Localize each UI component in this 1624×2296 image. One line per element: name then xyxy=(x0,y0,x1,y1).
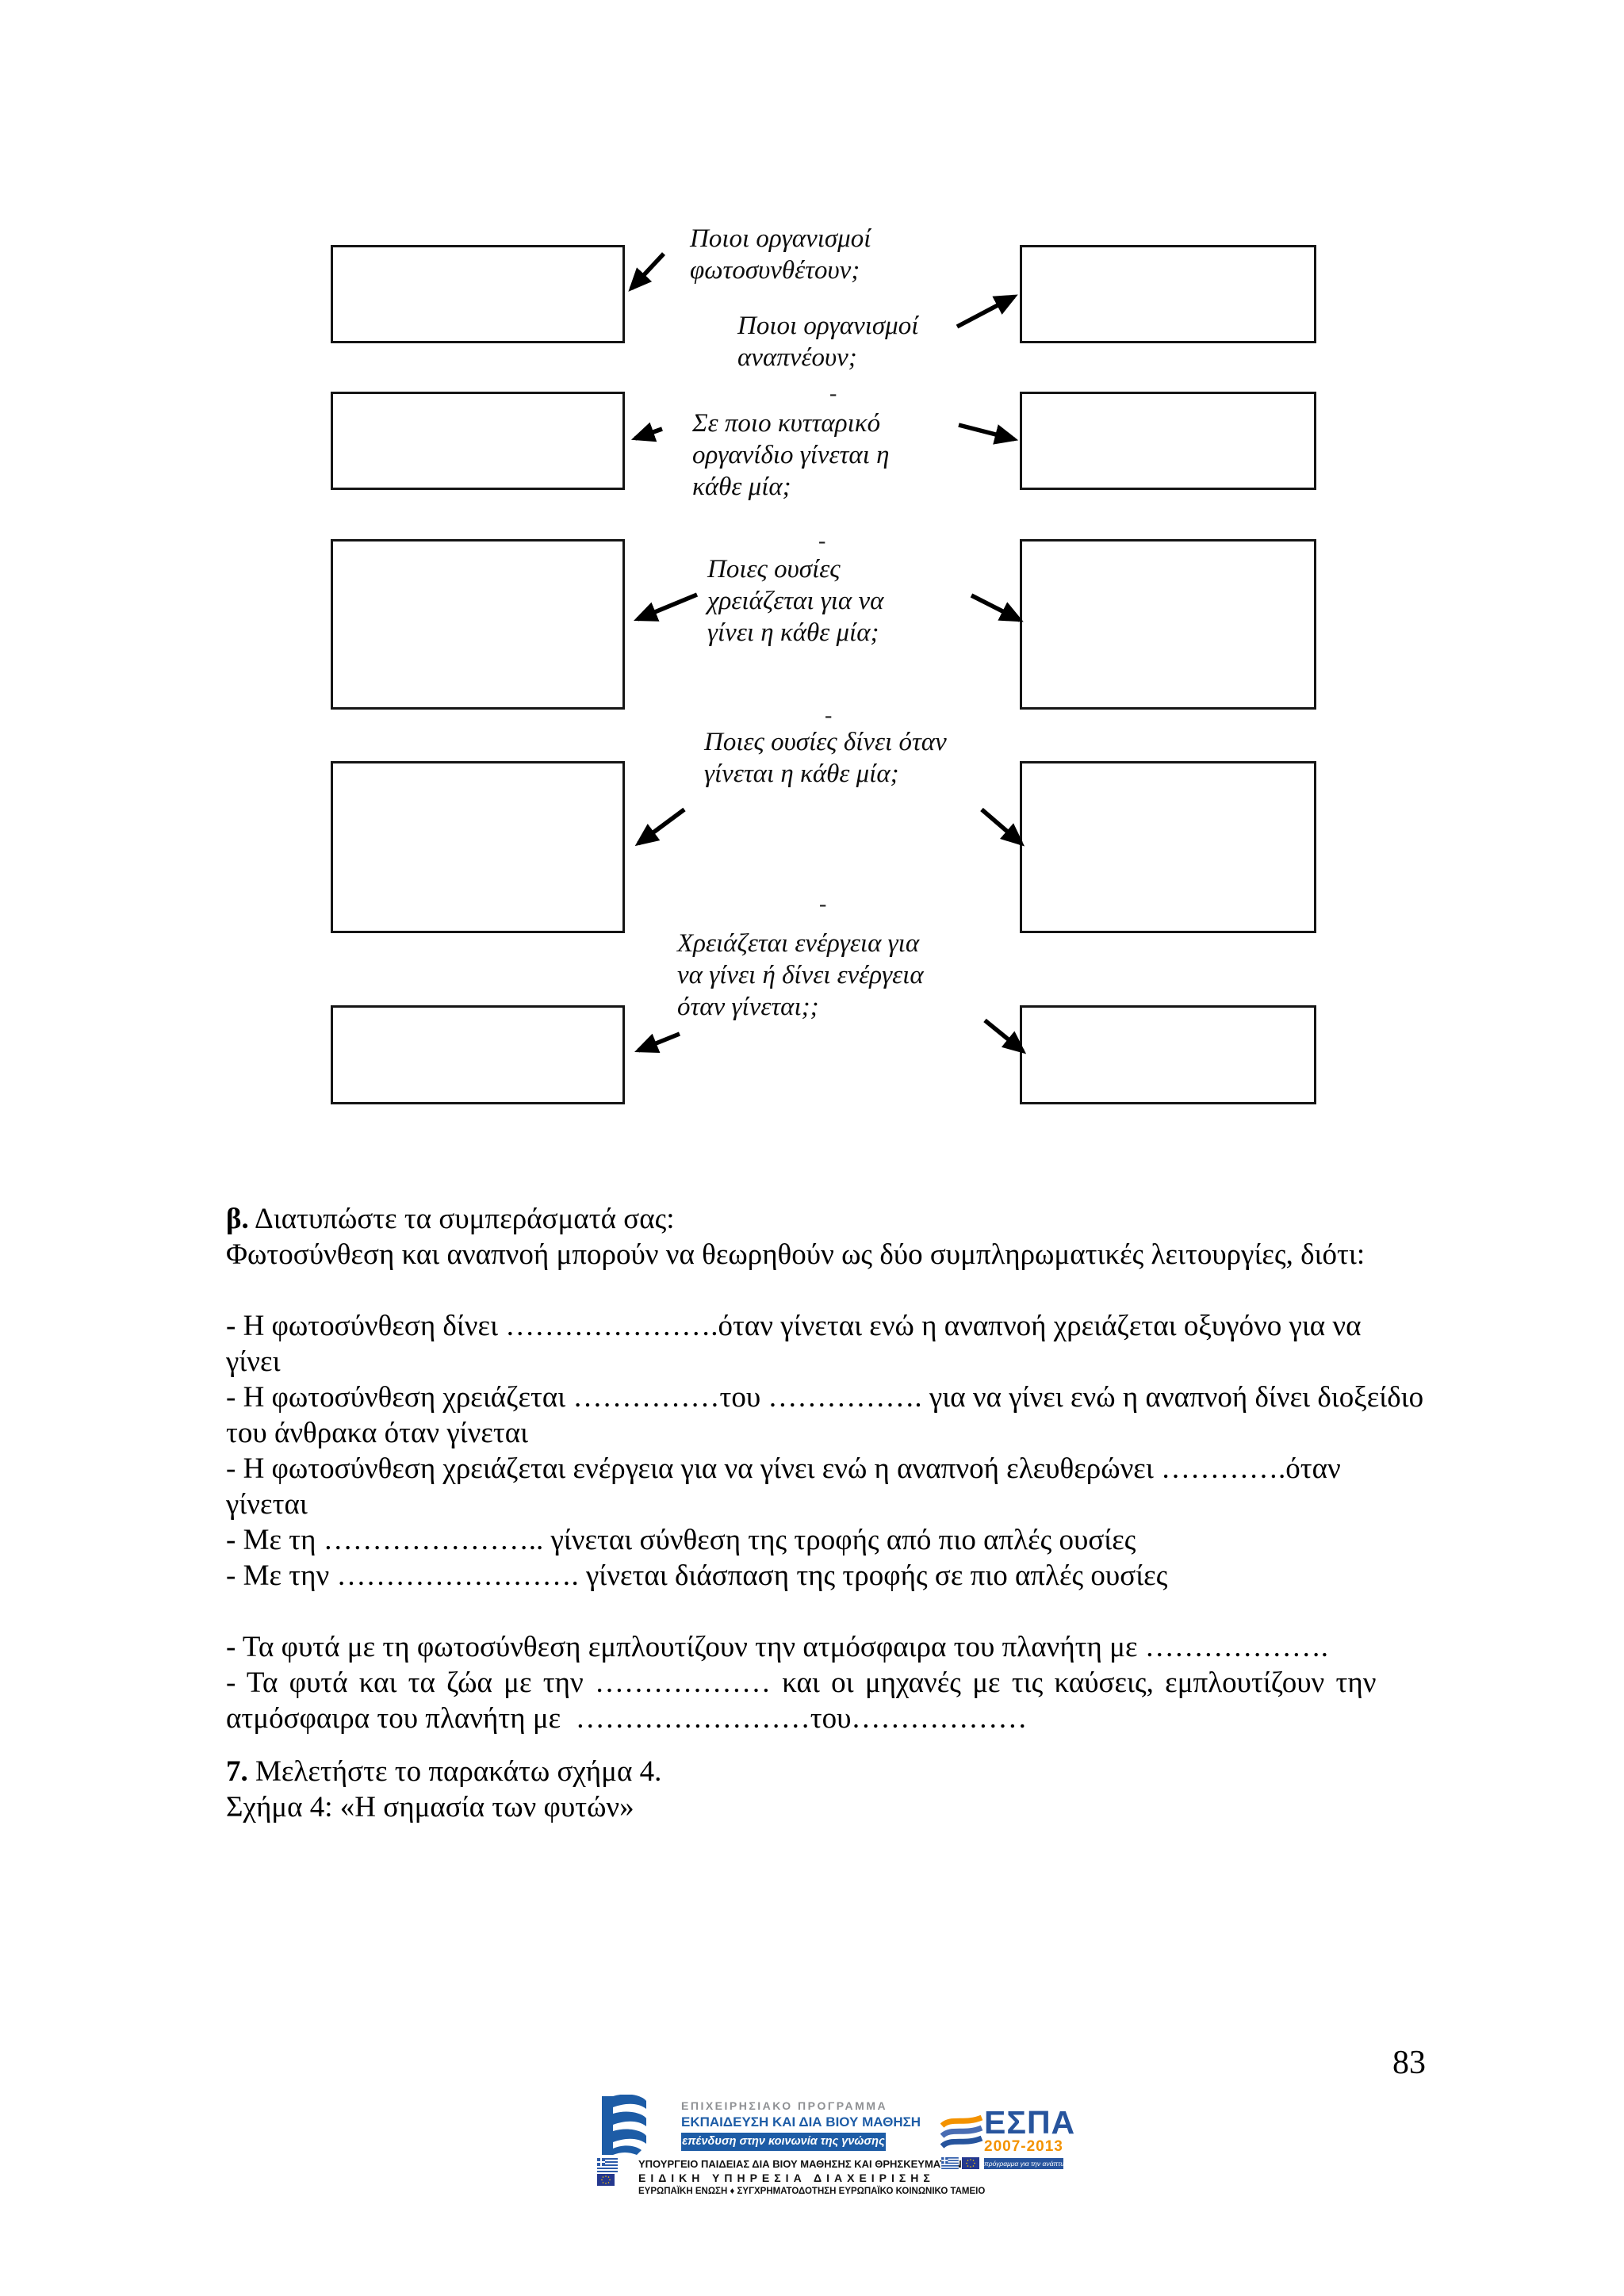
body-line: Σχήμα 4: «Η σημασία των φυτών» xyxy=(226,1791,634,1823)
body-line: Φωτοσύνθεση και αναπνοή μπορούν να θεωρη… xyxy=(226,1238,1365,1271)
body-line: - Με τη ………………….. γίνεται σύνθεση της τρ… xyxy=(226,1524,1136,1556)
separator-dash: - xyxy=(818,529,826,553)
separator-dash: - xyxy=(825,703,833,728)
body-line: - Η φωτοσύνθεση δίνει ………………….όταν γίνετ… xyxy=(226,1310,1362,1342)
espa-waves-icon xyxy=(940,2114,983,2149)
body-line xyxy=(226,1272,1415,1308)
body-line: β. Διατυπώστε τα συμπεράσματά σας: xyxy=(226,1203,675,1235)
answer-box xyxy=(1020,245,1316,343)
body-line: γίνει xyxy=(226,1345,281,1378)
espa-logo: ΕΣΠΑ 2007-2013 xyxy=(940,2104,1074,2175)
answer-box xyxy=(331,761,625,933)
arrow xyxy=(634,807,686,847)
body-line: - Η φωτοσύνθεση χρειάζεται ……………του …………… xyxy=(226,1381,1424,1414)
arrows-layer xyxy=(628,252,1027,1054)
operational-program-label: ΕΠΙΧΕΙΡΗΣΙΑΚΟ ΠΡΟΓΡΑΜΜΑ xyxy=(681,2099,888,2112)
body-text: β. Διατυπώστε τα συμπεράσματά σας:Φωτοσύ… xyxy=(226,1201,1424,1825)
body-line: γίνεται xyxy=(226,1488,308,1521)
arrow xyxy=(634,592,699,622)
espa-tagline: πρόγραμμα για την ανάπτυξη xyxy=(984,2158,1071,2169)
footer-logos: ΕΠΙΧΕΙΡΗΣΙΑΚΟ ΠΡΟΓΡΑΜΜΑ ΕΚΠΑΙΔΕΥΣΗ ΚΑΙ Δ… xyxy=(0,2090,1624,2217)
separator-dash: - xyxy=(819,892,827,916)
body-line: - Τα φυτά με τη φωτοσύνθεση εμπλουτίζουν… xyxy=(226,1631,1329,1663)
eu-flag-icon xyxy=(597,2174,615,2186)
espa-name: ΕΣΠΑ xyxy=(984,2104,1076,2141)
answer-box xyxy=(331,539,625,710)
separator-dash: - xyxy=(829,381,837,406)
body-line: του άνθρακα όταν γίνεται xyxy=(226,1417,529,1449)
greek-flag-icon xyxy=(597,2158,618,2172)
answer-box xyxy=(331,1005,625,1104)
program-title-label: ΕΚΠΑΙΔΕΥΣΗ ΚΑΙ ΔΙΑ ΒΙΟΥ ΜΑΘΗΣΗ xyxy=(681,2114,921,2130)
body-line: - Με την ……………………. γίνεται διάσπαση της … xyxy=(226,1559,1168,1592)
answer-box xyxy=(331,245,625,343)
eu-cofunding-line: ΕΥΡΩΠΑΪΚΗ ΕΝΩΣΗ ♦ ΣΥΓΧΡΗΜΑΤΟΔΟΤΗΣΗ ΕΥΡΩΠ… xyxy=(638,2187,986,2196)
answer-box xyxy=(1020,539,1316,710)
arrow xyxy=(980,807,1025,847)
body-line xyxy=(226,1594,1415,1629)
arrow xyxy=(630,422,663,442)
body-line: - Τα φυτά και τα ζώα με την ……………… και ο… xyxy=(226,1667,1377,1699)
answer-box xyxy=(1020,1005,1316,1104)
arrow xyxy=(956,294,1018,329)
arrow xyxy=(628,252,666,292)
answer-box xyxy=(331,392,625,490)
greek-flag-icon xyxy=(941,2157,959,2169)
ministry-text-block: ΥΠΟΥΡΓΕΙΟ ΠΑΙΔΕΙΑΣ ΔΙΑ ΒΙΟΥ ΜΑΘΗΣΗΣ ΚΑΙ … xyxy=(638,2158,986,2196)
epedbm-logo: ΕΠΙΧΕΙΡΗΣΙΑΚΟ ΠΡΟΓΡΑΜΜΑ ΕΚΠΑΙΔΕΥΣΗ ΚΑΙ Δ… xyxy=(597,2093,986,2201)
espa-years: 2007-2013 xyxy=(984,2138,1063,2155)
arrow xyxy=(983,1018,1027,1054)
open-book-icon xyxy=(602,2095,646,2155)
program-tagline: επένδυση στην κοινωνία της γνώσης xyxy=(681,2133,886,2151)
answer-box xyxy=(1020,761,1316,933)
arrow xyxy=(970,593,1024,622)
arrow xyxy=(634,1031,681,1053)
eu-flag-icon xyxy=(962,2157,979,2169)
body-line xyxy=(226,1736,1415,1754)
body-line: 7. Μελετήστε το παρακάτω σχήμα 4. xyxy=(226,1755,662,1788)
ministry-line: ΥΠΟΥΡΓΕΙΟ ΠΑΙΔΕΙΑΣ ΔΙΑ ΒΙΟΥ ΜΑΘΗΣΗΣ ΚΑΙ … xyxy=(638,2158,962,2170)
body-line: - Η φωτοσύνθεση χρειάζεται ενέργεια για … xyxy=(226,1452,1341,1485)
espa-flags-row xyxy=(940,2157,979,2169)
flags-column xyxy=(597,2158,638,2187)
body-line: ατμόσφαιρα του πλανήτη με ……………………του………… xyxy=(226,1702,1028,1735)
arrow xyxy=(958,423,1019,445)
page-number: 83 xyxy=(1392,2045,1426,2081)
special-service-line: ΕΙΔΙΚΗ ΥΠΗΡΕΣΙΑ ΔΙΑΧΕΙΡΙΣΗΣ xyxy=(638,2172,935,2184)
answer-box xyxy=(1020,392,1316,490)
